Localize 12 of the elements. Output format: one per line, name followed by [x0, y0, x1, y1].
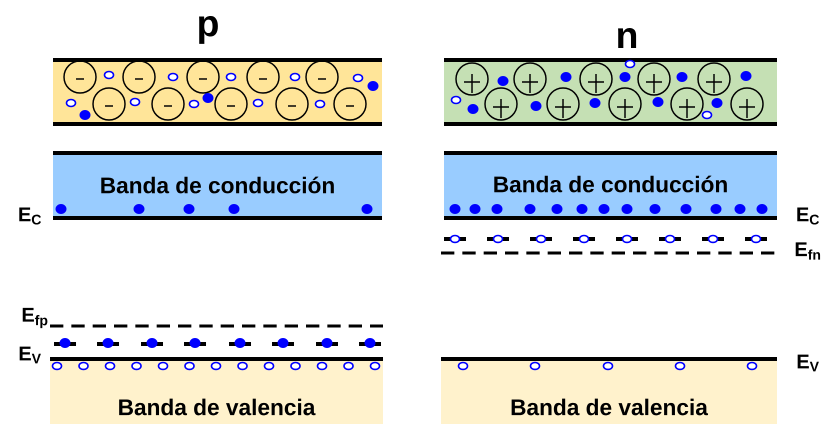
band-box: Banda de conducción — [53, 151, 382, 220]
energy-label: E$_{C}$ — [797, 207, 819, 225]
band-box: Banda de valencia — [441, 357, 777, 424]
heading: p — [199, 16, 218, 44]
energy-label: E$_{C}$ — [19, 207, 42, 225]
energy-label: E$_{fp}$ — [22, 308, 48, 328]
heading: n — [618, 28, 636, 48]
band-box: Banda de valencia — [50, 357, 383, 424]
energy-label: E$_{V}$ — [20, 346, 41, 364]
energy-label: E$_{fn}$ — [796, 242, 820, 260]
band-box: Banda de conducción — [444, 151, 777, 220]
energy-label: E$_{V}$ — [798, 354, 819, 372]
